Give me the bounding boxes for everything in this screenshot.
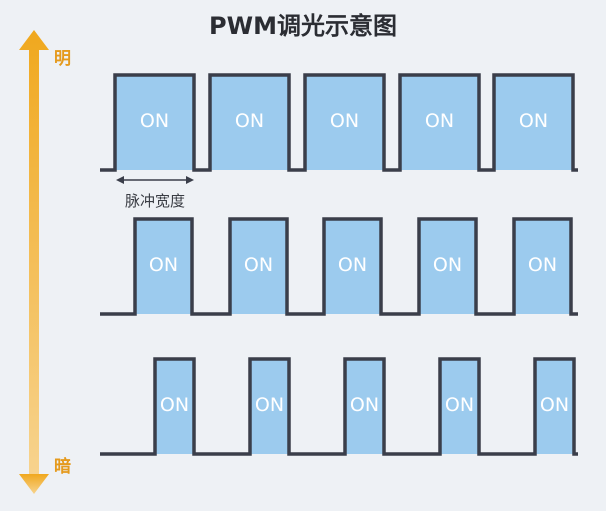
pulse-width-indicator: 脉冲宽度: [116, 176, 194, 210]
pulse-on: [210, 75, 289, 170]
brightness-axis: 明 暗: [19, 30, 71, 494]
pulse-on: [230, 219, 287, 314]
pwm-waveform-line: [100, 217, 578, 316]
pulse-on-label: ON: [540, 394, 569, 416]
pulse-on: [400, 75, 479, 170]
axis-label-bright: 明: [54, 49, 71, 69]
pulse-on-label: ON: [160, 394, 189, 416]
pulse-on: [345, 359, 384, 454]
up-arrow-icon: [19, 30, 49, 474]
pulse-on: [440, 359, 479, 454]
pulse-on-label: ON: [433, 254, 462, 276]
pulse-on: [115, 75, 194, 170]
down-arrow-icon: [19, 474, 49, 494]
pulse-on: [494, 75, 573, 170]
pulse-on-label: ON: [140, 110, 169, 132]
pulse-width-label: 脉冲宽度: [125, 192, 185, 210]
pulse-on-label: ON: [149, 254, 178, 276]
diagram-title: PWM调光示意图: [209, 12, 397, 40]
pulse-on-label: ON: [255, 394, 284, 416]
pulse-on-label: ON: [235, 110, 264, 132]
pwm-waveform-line: [100, 357, 578, 456]
pulse-on-label: ON: [528, 254, 557, 276]
pulse-on: [514, 219, 571, 314]
axis-label-dark: 暗: [54, 456, 71, 477]
pulse-on: [305, 75, 384, 170]
pulse-on-label: ON: [519, 110, 548, 132]
pulse-on-label: ON: [244, 254, 273, 276]
pulse-on: [535, 359, 574, 454]
waveform-row-high-duty: ON ON ON ON ON: [100, 73, 578, 172]
pulse-on: [419, 219, 476, 314]
pulse-on-label: ON: [338, 254, 367, 276]
pulse-on-label: ON: [425, 110, 454, 132]
pwm-waveform-line: [100, 73, 578, 172]
pulse-on-label: ON: [350, 394, 379, 416]
pulse-on: [250, 359, 289, 454]
right-arrowhead-icon: [186, 176, 194, 184]
waveform-row-medium-duty: ON ON ON ON ON: [100, 217, 578, 316]
pulse-on-label: ON: [445, 394, 474, 416]
pulse-on: [155, 359, 194, 454]
waveform-row-low-duty: ON ON ON ON ON: [100, 357, 578, 456]
pulse-on: [324, 219, 381, 314]
left-arrowhead-icon: [116, 176, 124, 184]
pulse-on: [135, 219, 192, 314]
pulse-on-label: ON: [330, 110, 359, 132]
